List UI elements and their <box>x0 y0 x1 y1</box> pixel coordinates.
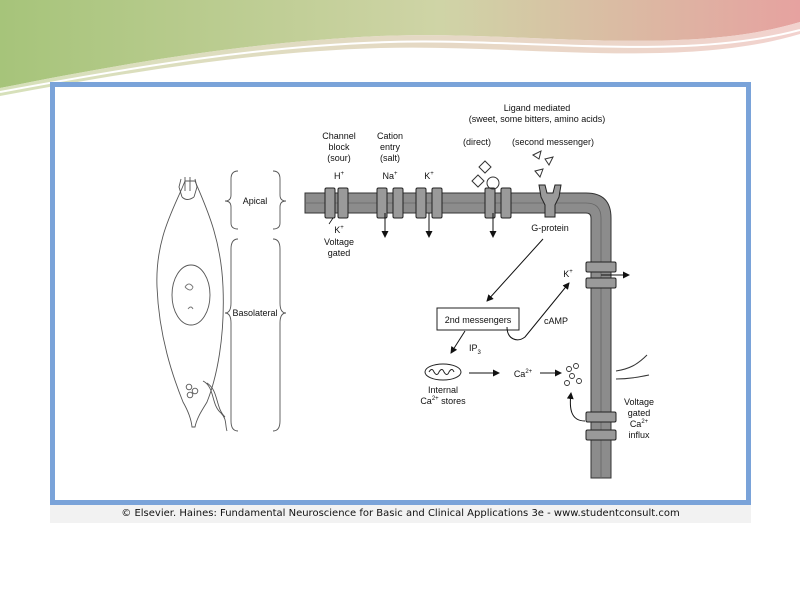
taste-cell-nucleus-detail <box>184 283 194 310</box>
svg-text:(direct): (direct) <box>463 137 491 147</box>
svg-text:Voltage: Voltage <box>324 237 354 247</box>
header-swoosh-line <box>0 29 800 93</box>
cation-entry-channel <box>376 187 388 219</box>
taste-cell <box>156 177 228 432</box>
taste-cell-vesicles <box>185 383 199 399</box>
apical-ion-arrows <box>381 213 497 238</box>
svg-text:block: block <box>328 142 350 152</box>
second-messengers-box <box>436 307 520 331</box>
taste-cell-afferent-fiber <box>202 380 228 432</box>
basolateral-brace-left <box>224 238 239 432</box>
basolateral-label: Basolateral <box>232 308 277 318</box>
svg-text:Ca2+ stores: Ca2+ stores <box>420 396 466 406</box>
synaptic-vesicles <box>564 363 582 386</box>
voltage-gated-potassium-arrow <box>328 217 334 225</box>
ip3-label: IP3 <box>469 343 482 356</box>
cell-membrane <box>304 192 612 479</box>
membrane-body <box>304 192 612 479</box>
g-protein-receptor <box>538 184 562 218</box>
direct-ligands <box>471 160 500 190</box>
voltage-gated-potassium-label: K+ Voltage gated <box>324 225 354 258</box>
svg-text:gated: gated <box>628 408 651 418</box>
svg-text:K+: K+ <box>334 225 344 235</box>
camp-arrow <box>506 282 570 341</box>
svg-text:Na+: Na+ <box>382 171 398 181</box>
slide-header-decoration <box>0 0 800 96</box>
ligand-mediated-label: Ligand mediated (sweet, some bitters, am… <box>463 103 605 147</box>
voltage-gated-calcium-label: Voltage gated Ca2+ influx <box>624 397 654 440</box>
header-swoosh-secondary <box>0 22 800 96</box>
apical-brace-left <box>224 170 239 230</box>
figure-frame: Apical Basolateral <box>50 82 751 505</box>
svg-text:entry: entry <box>380 142 401 152</box>
calcium-label: Ca2+ <box>514 369 533 379</box>
taste-cell-microvilli <box>178 177 198 200</box>
svg-text:H+: H+ <box>334 171 345 181</box>
channel-block-channel <box>324 187 336 219</box>
second-messenger-ligands <box>532 150 554 178</box>
taste-cell-body <box>156 180 224 428</box>
svg-text:Channel: Channel <box>322 131 356 141</box>
afferent-nerve-ending <box>615 354 650 380</box>
internal-stores-organelle <box>424 363 462 381</box>
svg-text:(sour): (sour) <box>327 153 351 163</box>
svg-text:influx: influx <box>628 430 650 440</box>
potassium-channel-apical <box>415 187 427 219</box>
svg-text:(second messenger): (second messenger) <box>512 137 594 147</box>
svg-text:Internal: Internal <box>428 385 458 395</box>
basolateral-brace-right <box>272 238 287 432</box>
apical-label: Apical <box>243 196 268 206</box>
ip3-arrow <box>450 330 466 354</box>
apical-potassium-label: K+ <box>424 171 434 181</box>
svg-text:(salt): (salt) <box>380 153 400 163</box>
cation-entry-label: Cation entry (salt) Na+ <box>377 131 403 181</box>
g-protein-to-messengers-arrow <box>486 238 544 302</box>
calcium-influx-arrow <box>566 392 586 422</box>
potassium-channel-basal <box>585 261 617 273</box>
svg-text:gated: gated <box>328 248 351 258</box>
svg-text:(sweet, some bitters, amino ac: (sweet, some bitters, amino acids) <box>469 114 606 124</box>
svg-text:Cation: Cation <box>377 131 403 141</box>
figure-credit: © Elsevier. Haines: Fundamental Neurosci… <box>50 505 751 523</box>
camp-label: cAMP <box>544 316 568 326</box>
taste-cell-nucleus <box>171 264 211 326</box>
apical-channels <box>324 184 562 219</box>
basolateral-channels <box>585 261 617 441</box>
header-swoosh-primary <box>0 0 800 88</box>
calcium-channel <box>585 411 617 423</box>
second-messengers-label: 2nd messengers <box>445 315 512 325</box>
region-braces <box>224 170 287 432</box>
svg-text:Ligand mediated: Ligand mediated <box>504 103 571 113</box>
svg-text:Ca2+: Ca2+ <box>630 419 649 429</box>
svg-text:Voltage: Voltage <box>624 397 654 407</box>
basal-potassium-label: K+ <box>563 269 573 279</box>
apical-brace-right <box>272 170 287 230</box>
taste-transduction-diagram: Apical Basolateral <box>156 103 654 479</box>
channel-block-label: Channel block (sour) H+ <box>322 131 356 181</box>
g-protein-label: G-protein <box>531 223 569 233</box>
internal-stores-label: Internal Ca2+ stores <box>420 385 466 406</box>
